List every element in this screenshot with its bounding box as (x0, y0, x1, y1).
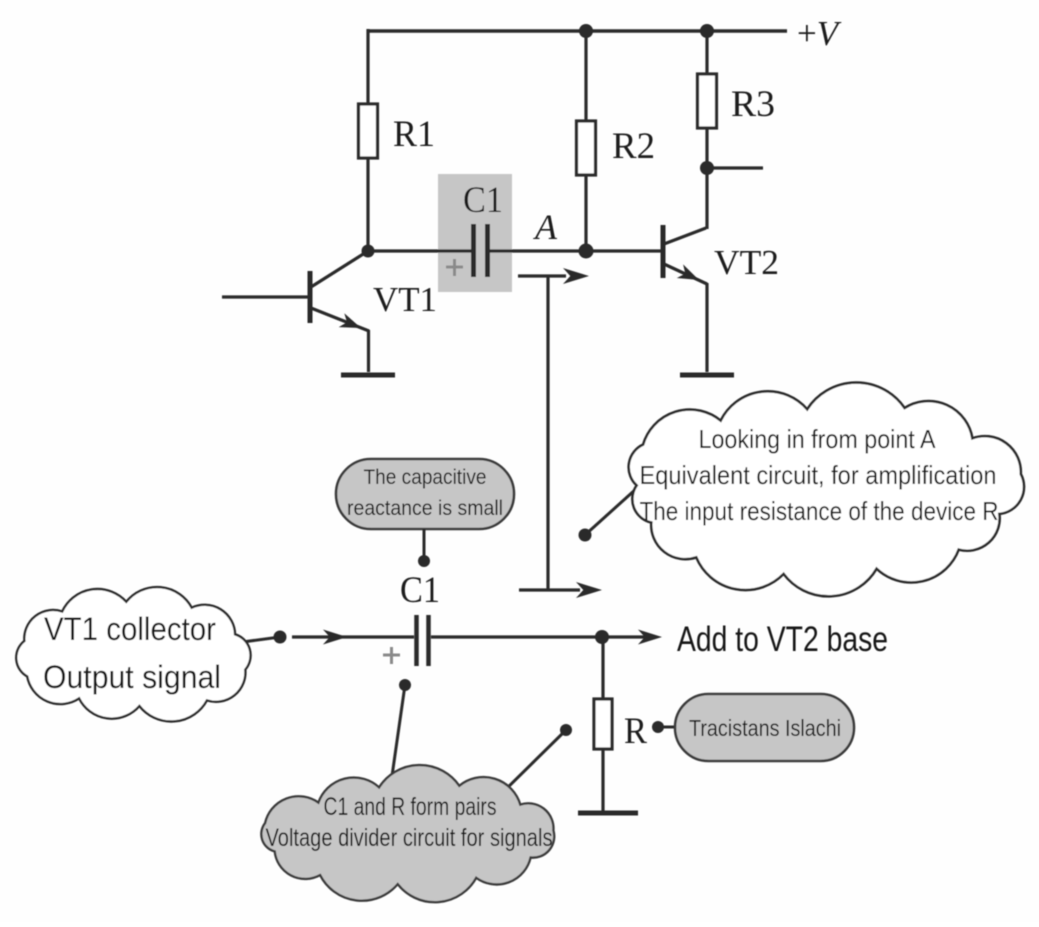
svg-text:C1: C1 (400, 570, 440, 611)
svg-text:VT2: VT2 (714, 243, 779, 282)
svg-text:Tracistans Islachi: Tracistans Islachi (689, 715, 841, 741)
svg-text:reactance is small: reactance is small (347, 497, 503, 520)
svg-text:Voltage divider circuit for si: Voltage divider circuit for signals (266, 824, 553, 852)
svg-text:+V: +V (797, 14, 842, 53)
svg-text:R2: R2 (612, 126, 655, 167)
svg-text:VT1: VT1 (373, 280, 437, 319)
svg-text:VT1 collector: VT1 collector (44, 611, 216, 647)
svg-text:Equivalent circuit, for amplif: Equivalent circuit, for amplification (640, 460, 997, 490)
svg-text:The capacitive: The capacitive (364, 466, 487, 489)
svg-text:Output signal: Output signal (43, 659, 221, 695)
svg-text:C1 and R form pairs: C1 and R form pairs (324, 793, 497, 821)
svg-text:C1: C1 (463, 180, 503, 221)
svg-text:A: A (533, 207, 558, 247)
svg-text:Looking in from point A: Looking in from point A (699, 424, 937, 454)
svg-text:R: R (624, 711, 647, 752)
svg-text:R3: R3 (731, 84, 775, 125)
svg-text:The input resistance of the de: The input resistance of the device R (640, 496, 999, 526)
svg-text:R1: R1 (393, 114, 435, 155)
svg-text:Add to VT2 base: Add to VT2 base (677, 620, 888, 659)
